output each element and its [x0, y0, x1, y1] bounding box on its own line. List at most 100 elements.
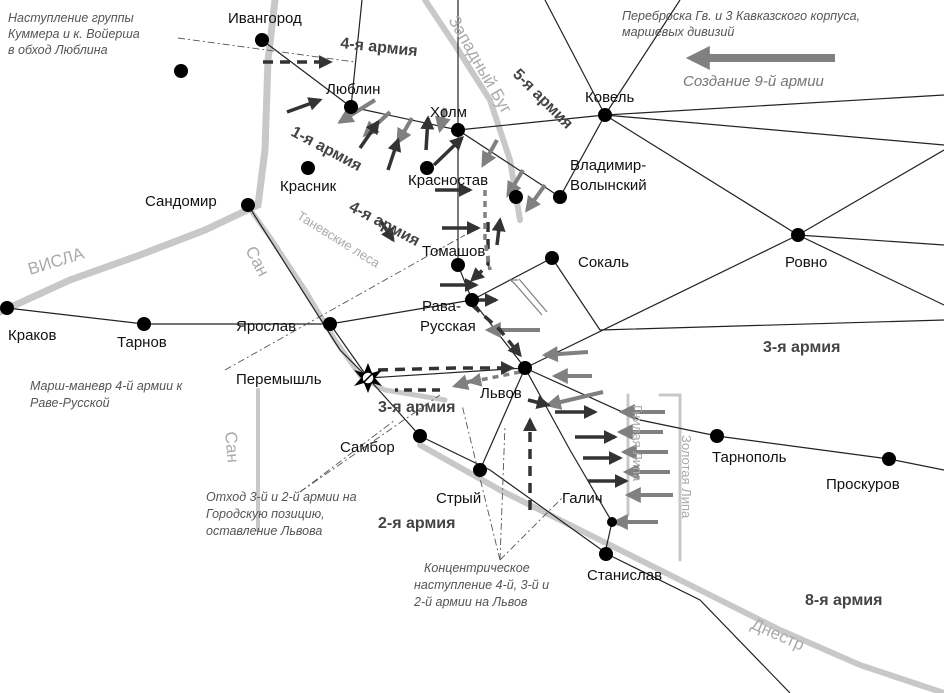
city-dot-vladimir — [553, 190, 567, 204]
rail-yaroslav-peremyshl — [329, 323, 369, 379]
rail-rovno-south — [797, 234, 944, 246]
city-label-krasnik: Красник — [280, 178, 337, 195]
russian-outline-arrow — [508, 278, 548, 316]
rail-sandomir-peremyshl — [247, 204, 369, 379]
railways-layer — [6, 0, 944, 693]
russian-arrow — [435, 107, 451, 134]
city-dots — [0, 33, 896, 561]
note-army9: Создание 9-й армии — [683, 73, 825, 90]
army-label-3-au: 3-я армия — [378, 399, 455, 416]
army-label-3-ru: 3-я армия — [763, 339, 840, 356]
russian-arrow — [506, 168, 525, 198]
city-dot-krasnik — [301, 161, 315, 175]
river-label-bug: Западный Буг — [445, 13, 516, 117]
note-retreat-1: Отход 3-й и 2-й армии на — [206, 490, 357, 504]
city-label-ivangorod: Ивангород — [228, 10, 302, 27]
pointer-march4 — [224, 234, 466, 371]
city-dot-lvov — [518, 361, 532, 375]
austro-arrow — [286, 97, 323, 114]
army-label-4-top: 4-я армия — [340, 35, 419, 60]
pointer-retreat-2 — [299, 394, 441, 493]
city-dot-rovno — [791, 228, 805, 242]
city-dot-unnamed — [174, 64, 188, 78]
city-dot-tarnov — [137, 317, 151, 331]
city-label-sokal: Сокаль — [578, 254, 629, 271]
city-dot-lublin — [344, 100, 358, 114]
rail-krakov-yaroslav — [6, 299, 473, 325]
city-label-sandomir: Сандомир — [145, 193, 217, 210]
dashed-movements — [263, 55, 537, 510]
russian-arrow — [544, 390, 604, 410]
city-dot-kholm — [451, 123, 465, 137]
army-label-5: 5-я армия — [509, 66, 576, 133]
dotted-retreat-gray — [483, 190, 492, 271]
fortress-icon — [354, 363, 382, 393]
city-dot-kovel — [598, 108, 612, 122]
rail-lvov-rovno — [524, 234, 799, 369]
annotations: Наступление группы Куммера и к. Войерша … — [8, 9, 860, 609]
city-label-rava-1: Рава- — [422, 298, 461, 315]
rail-kovel-north — [544, 0, 606, 116]
rail-lvov-sokal — [471, 257, 553, 301]
city-label-peremyshl: Перемышль — [236, 371, 322, 388]
city-label-rovno: Ровно — [785, 254, 827, 271]
note-concentric-3: 2-й армии на Львов — [413, 595, 528, 609]
city-label-stryi: Стрый — [436, 490, 481, 507]
pointer-concentric-3 — [499, 494, 566, 561]
city-label-lublin: Люблин — [326, 81, 380, 98]
dotted-retreat-gray-2 — [467, 370, 521, 387]
russian-arrow — [541, 346, 589, 363]
note-concentric-2: наступление 4-й, 3-й и — [414, 578, 549, 592]
austro-arrow — [358, 119, 380, 149]
city-label-galich: Галич — [562, 490, 603, 507]
zolotaya-lipa-river — [658, 393, 682, 562]
city-dot-krasnostav — [420, 161, 434, 175]
san-river — [249, 209, 448, 403]
rail-kovel-ne — [604, 0, 681, 116]
austro-arrow — [386, 137, 402, 171]
austro-arrow — [491, 217, 506, 246]
city-dot-tarnopol — [710, 429, 724, 443]
city-label-kholm: Холм — [430, 104, 467, 121]
note-transfer-1: Переброска Гв. и 3 Кавказского корпуса, — [622, 9, 860, 23]
vistula-river — [0, 0, 279, 316]
city-dot-krakov — [0, 301, 14, 315]
river-label-zolotaya-lipa: Золотая Липа — [679, 435, 694, 519]
army-label-1: 1-я армия — [288, 124, 364, 175]
city-dot-yaroslav — [323, 317, 337, 331]
city-dot-rava — [465, 293, 479, 307]
rail-peremyshl-sambor-stanislav — [367, 377, 607, 554]
city-label-vladimir-1: Владимир- — [570, 157, 646, 174]
russian-arrow — [481, 139, 499, 168]
river-label-gnilaya-lipa: Гнилая Липа — [630, 405, 645, 482]
hollow-arrow — [518, 278, 548, 313]
river-label-san-lower: Сан — [221, 431, 243, 464]
city-label-proskurov: Проскуров — [826, 476, 900, 493]
austro-arrow — [432, 136, 465, 167]
hollow-arrow — [508, 279, 543, 316]
rail-kovel-rovno — [604, 114, 944, 306]
city-dot-stryi — [473, 463, 487, 477]
note-kummer-1: Наступление группы — [8, 11, 134, 25]
rail-rovno-ne — [797, 149, 944, 236]
city-dot-sandomir — [241, 198, 255, 212]
rail-sokal-east — [551, 257, 944, 331]
note-concentric-1: Концентрическое — [424, 561, 530, 575]
pointer-concentric-1 — [461, 404, 501, 561]
city-dot-tomashov — [451, 258, 465, 272]
city-label-yaroslav: Ярослав — [236, 318, 296, 335]
city-dot-ivangorod — [255, 33, 269, 47]
dniester-river — [417, 442, 944, 693]
rail-kovel-se — [604, 114, 944, 146]
note-retreat-2: Городскую позицию, — [206, 507, 325, 521]
city-label-tarnov: Тарнов — [117, 334, 167, 351]
rail-kovel-east — [604, 94, 944, 116]
russian-arrow — [396, 116, 414, 145]
note-transfer-2: маршевых дивизий — [622, 25, 734, 39]
note-march4-2: Раве-Русской — [30, 396, 110, 410]
note-retreat-3: оставление Львова — [206, 524, 322, 538]
city-dot-extra — [509, 190, 523, 204]
rail-ivangorod-lublin — [261, 39, 352, 108]
river-label-san-upper: Сан — [241, 243, 272, 280]
